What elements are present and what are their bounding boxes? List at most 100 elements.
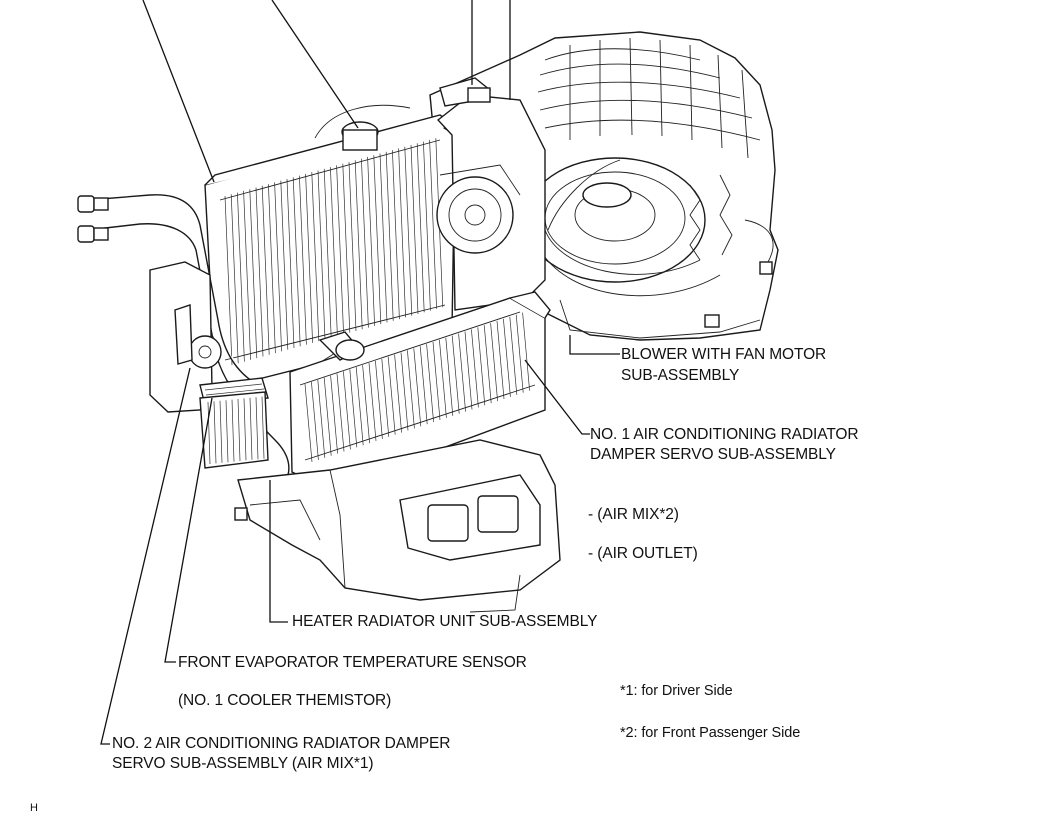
heater-radiator-core	[289, 291, 551, 491]
evaporator-fin	[361, 158, 369, 328]
evaporator-fin	[261, 185, 270, 355]
lower-core-fin	[225, 400, 229, 463]
heater-core-fin	[426, 344, 434, 423]
evaporator-fin	[336, 165, 344, 335]
label-heater-radiator: HEATER RADIATOR UNIT SUB-ASSEMBLY	[292, 613, 598, 630]
evaporator-fin	[416, 143, 425, 313]
heater-core-fin	[343, 371, 351, 450]
lower-core-fin	[237, 398, 241, 462]
lower-outlet-case	[234, 439, 561, 613]
evaporator-fin	[249, 189, 258, 359]
evaporator-fin	[237, 192, 245, 362]
label-servo2-line2: SERVO SUB-ASSEMBLY (AIR MIX*1)	[112, 755, 374, 772]
label-servo1-line2: DAMPER SERVO SUB-ASSEMBLY	[590, 446, 836, 463]
evaporator-fin	[398, 148, 406, 318]
leader-lines	[100, 0, 620, 745]
label-air-outlet: - (AIR OUTLET)	[588, 545, 698, 562]
lower-core-fin	[207, 401, 211, 465]
evaporator-fin	[274, 182, 282, 352]
note-driver-side: *1: for Driver Side	[620, 683, 733, 699]
evaporator-fin	[404, 146, 413, 316]
evaporator-fin	[354, 160, 363, 330]
center-case	[436, 77, 546, 311]
heater-core-fin	[387, 356, 396, 435]
evaporator-fin	[255, 187, 264, 357]
evaporator-fin	[373, 155, 382, 325]
heater-core-fin	[336, 373, 345, 452]
label-cooler-themistor: (NO. 1 COOLER THEMISTOR)	[178, 692, 392, 709]
evaporator-fin	[317, 170, 326, 340]
lower-core-fin	[255, 397, 259, 460]
heater-core-fin	[458, 333, 466, 412]
evaporator-fin	[243, 190, 251, 360]
heater-core-fin	[323, 377, 332, 456]
heater-core-fin	[317, 379, 326, 458]
evaporator-fin	[385, 151, 394, 321]
heater-core-fin	[496, 320, 505, 400]
evaporator-fin	[311, 172, 320, 342]
heater-core-fin	[509, 316, 518, 395]
label-air-mix-2: - (AIR MIX*2)	[588, 506, 679, 523]
heater-core-fin	[330, 375, 338, 454]
heater-core-fin	[477, 327, 486, 406]
evaporator-fin	[429, 139, 437, 309]
evaporator-fin	[305, 173, 313, 343]
label-blower-line2: SUB-ASSEMBLY	[621, 367, 740, 384]
evaporator-fin	[379, 153, 388, 323]
evaporator-fin	[224, 195, 233, 366]
heater-core-fin	[522, 312, 530, 391]
evaporator-fin	[330, 167, 338, 337]
evaporator-fin	[292, 177, 301, 347]
heater-core-fin	[439, 339, 447, 418]
label-servo1-line1: NO. 1 AIR CONDITIONING RADIATOR	[590, 426, 859, 443]
heater-core-fin	[451, 335, 460, 414]
evaporator-fin	[367, 156, 375, 326]
heater-core-fin	[311, 381, 319, 460]
evaporator-fin	[342, 163, 351, 333]
figure-corner-mark: H	[30, 802, 38, 814]
heater-core-fin	[515, 314, 524, 393]
heater-core-fin	[503, 318, 511, 397]
lower-core-fin	[261, 396, 265, 459]
heater-core-fin	[413, 348, 422, 427]
heater-core-fin	[464, 331, 473, 410]
heater-core-fin	[471, 329, 479, 408]
evaporator-fin	[286, 178, 295, 349]
heater-core-fin	[355, 367, 364, 446]
lower-core-fin	[219, 400, 223, 463]
evaporator-fin	[299, 175, 307, 345]
heater-core-fin	[362, 365, 370, 444]
note-passenger-side: *2: for Front Passenger Side	[620, 725, 801, 741]
lower-core-fin	[243, 398, 247, 461]
evaporator-fin	[230, 194, 239, 364]
heater-core-fin	[381, 358, 390, 437]
left-side-case	[149, 261, 269, 469]
evaporator-fin	[423, 141, 431, 311]
heater-core-fin	[407, 350, 415, 429]
heater-core-fin	[419, 346, 428, 425]
label-blower-line1: BLOWER WITH FAN MOTOR	[621, 346, 827, 363]
heater-core-fin	[394, 354, 402, 433]
label-servo2-line1: NO. 2 AIR CONDITIONING RADIATOR DAMPER	[112, 735, 451, 752]
evaporator-fin	[323, 168, 332, 338]
heater-core-fin	[445, 337, 454, 416]
heater-core-fin	[432, 341, 441, 421]
evaporator-fin	[268, 184, 276, 354]
heater-core-fin	[304, 383, 313, 463]
lower-core-fin	[249, 397, 253, 460]
evaporator-fin	[392, 150, 400, 320]
heater-core-fin	[490, 323, 498, 402]
heater-core-fin	[483, 325, 492, 404]
evaporator-fin	[348, 161, 357, 332]
heater-core-fin	[349, 369, 358, 448]
evaporator-fin	[280, 180, 289, 350]
lower-core-fin	[231, 399, 235, 462]
label-evaporator-sensor: FRONT EVAPORATOR TEMPERATURE SENSOR	[178, 654, 527, 671]
heater-core-fin	[368, 362, 377, 442]
heater-core-fin	[400, 352, 409, 431]
lower-core-fin	[213, 401, 217, 464]
heater-core-fin	[375, 360, 383, 439]
evaporator-fin	[410, 144, 419, 315]
